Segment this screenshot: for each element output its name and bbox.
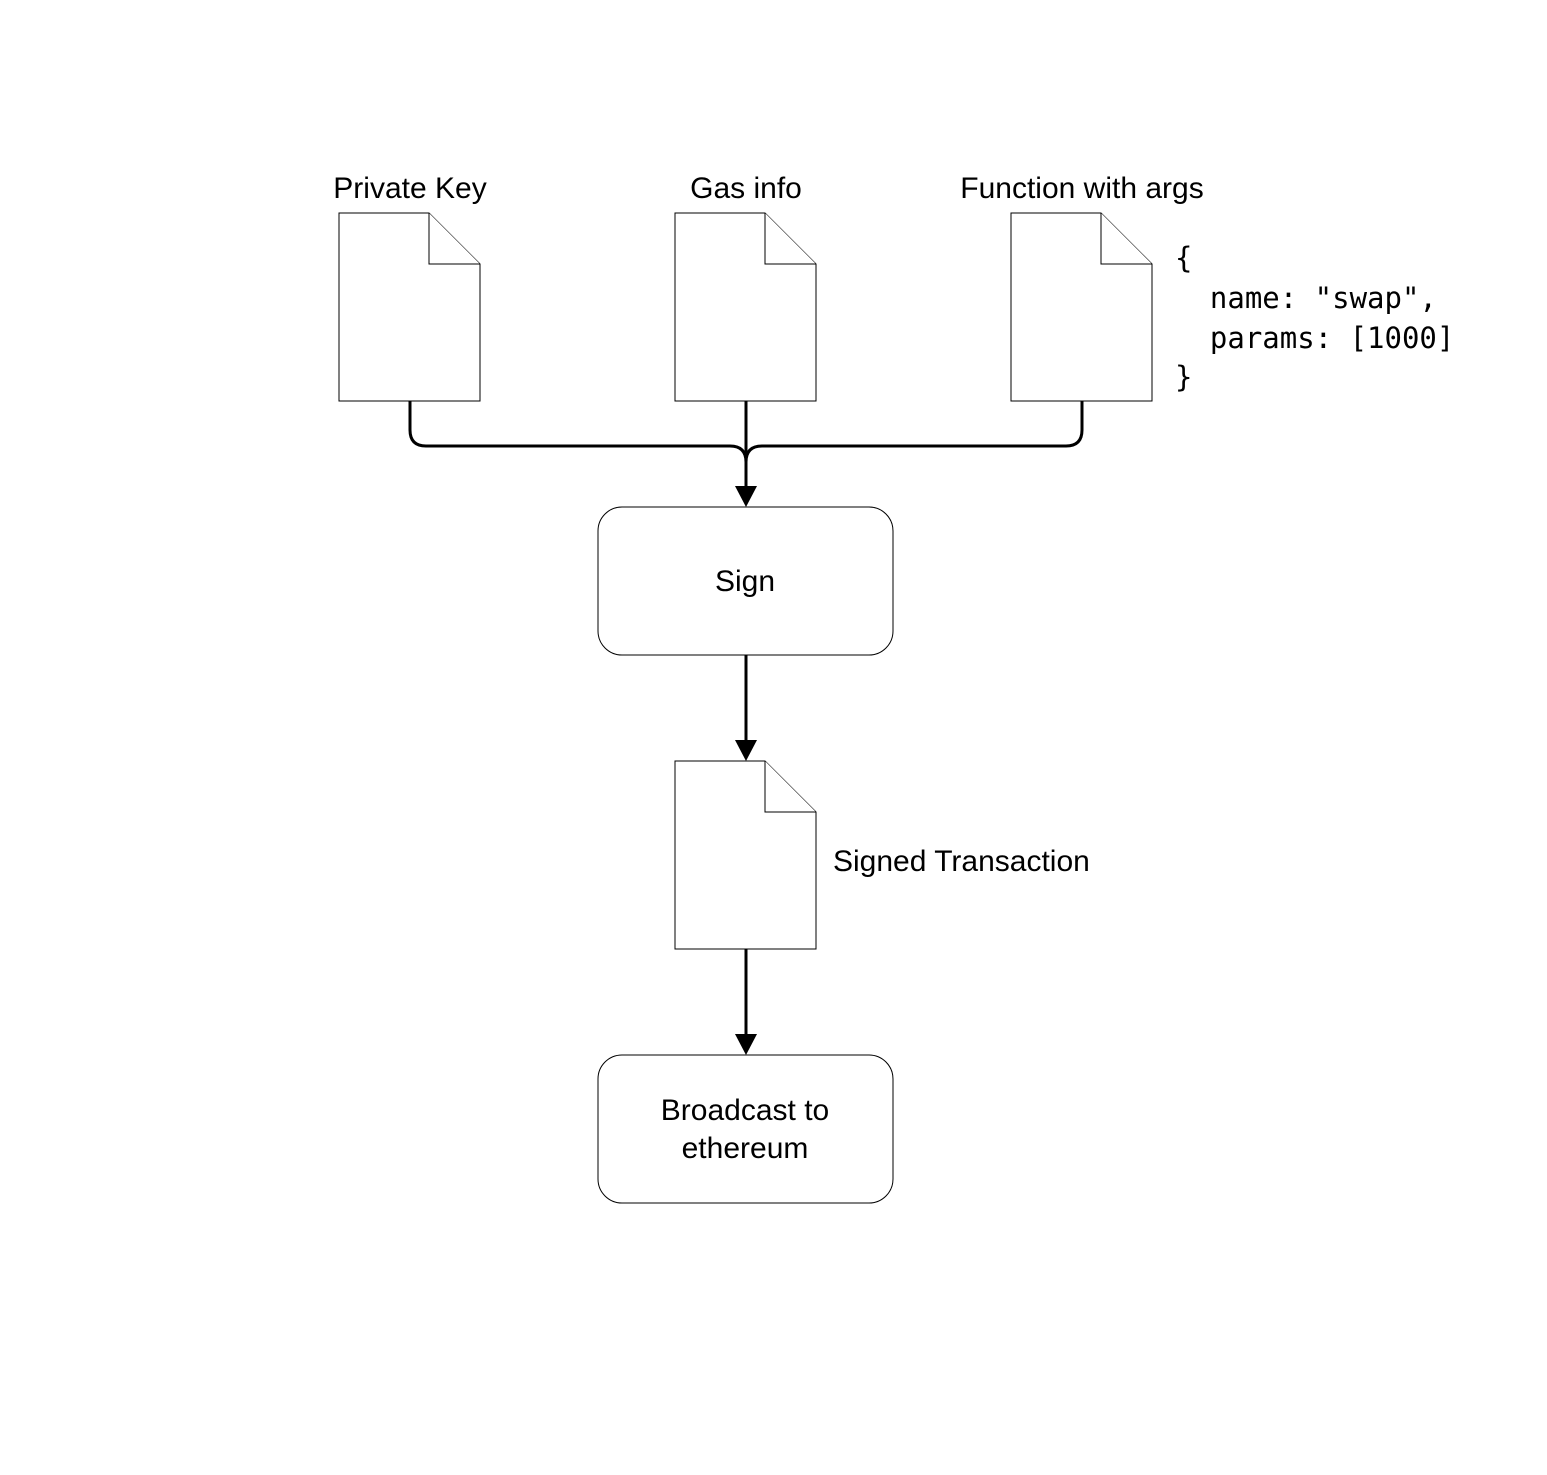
- signed-transaction-label: Signed Transaction: [833, 845, 1090, 878]
- code-line-2: name: "swap",: [1175, 281, 1437, 315]
- gas-info-document-fold: [764, 213, 816, 265]
- transaction-arrowhead: [735, 740, 757, 761]
- private-key-to-sign-connector: [408, 401, 748, 488]
- private-key-document-icon: [338, 212, 481, 402]
- broadcast-label-line2: ethereum: [682, 1132, 809, 1165]
- code-line-1: {: [1175, 241, 1192, 275]
- broadcast-label-line1: Broadcast to: [661, 1094, 829, 1127]
- broadcast-arrowhead: [735, 1034, 757, 1055]
- code-line-4: }: [1175, 360, 1192, 394]
- gas-info-document-icon: [674, 212, 817, 402]
- signed-transaction-document-icon: [674, 760, 817, 950]
- function-document-icon: [1010, 212, 1153, 402]
- sign-arrowhead: [735, 486, 757, 507]
- code-line-3: params: [1000]: [1175, 321, 1454, 355]
- signed-transaction-document-fold: [764, 761, 816, 813]
- function-to-sign-connector: [744, 401, 1084, 488]
- sign-label: Sign: [715, 565, 775, 598]
- private-key-label: Private Key: [333, 172, 486, 205]
- private-key-document-fold: [428, 213, 480, 265]
- function-args-code: { name: "swap", params: [1000] }: [1175, 241, 1454, 394]
- function-with-args-label: Function with args: [960, 172, 1203, 205]
- function-document-fold: [1100, 213, 1152, 265]
- broadcast-box: [597, 1054, 894, 1204]
- gas-info-label: Gas info: [690, 172, 802, 205]
